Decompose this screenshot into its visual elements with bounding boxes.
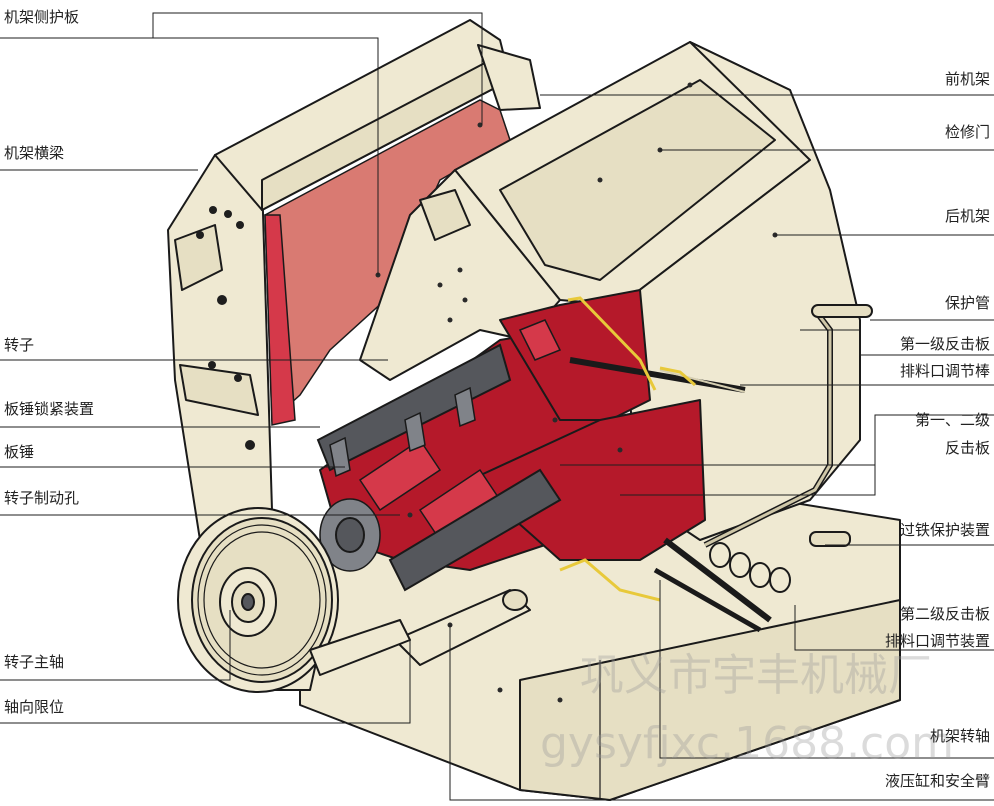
label-rotor: 转子 (4, 336, 34, 354)
frame-crossbeam (214, 19, 541, 211)
label-frame-pivot-shaft: 机架转轴 (930, 727, 990, 745)
label-first-second-stage: 第一、二级 (915, 411, 990, 429)
label-rotor-brake-hole: 转子制动孔 (4, 489, 79, 507)
label-hammer-lock: 板锤锁紧装置 (4, 400, 94, 418)
label-impact-plates: 反击板 (945, 439, 990, 457)
adjust-device (653, 531, 851, 633)
label-front-frame: 前机架 (945, 70, 990, 88)
labels-left: 机架侧护板 机架横梁 转子 板锤锁紧装置 板锤 转子制动孔 转子主轴 轴向限位 (4, 8, 94, 716)
label-protection-pipe: 保护管 (945, 294, 990, 312)
rotor-shaft (319, 498, 381, 572)
seal-strip (567, 296, 657, 391)
label-hydraulic-safety-arm: 液压缸和安全臂 (885, 772, 990, 790)
label-hammer: 板锤 (4, 443, 34, 461)
label-first-impact-plate: 第一级反击板 (900, 335, 990, 353)
label-tramp-iron-protection: 过铁保护装置 (900, 521, 990, 539)
seal-strip-2 (559, 558, 661, 602)
labels-right: 前机架 检修门 后机架 保护管 第一级反击板 排料口调节棒 第一、二级 反击板 … (885, 70, 990, 790)
label-rotor-main-shaft: 转子主轴 (4, 653, 64, 671)
watermark: 巩义市宇丰机械厂 gysyfjxc.1688.com (540, 650, 954, 769)
watermark-company: 巩义市宇丰机械厂 (580, 650, 932, 701)
label-frame-side-plate: 机架侧护板 (4, 8, 79, 26)
label-frame-crossbeam: 机架横梁 (4, 144, 64, 162)
leader-lines (0, 12, 994, 801)
watermark-url: gysyfjxc.1688.com (540, 718, 954, 769)
label-inspection-door: 检修门 (945, 123, 990, 141)
adjust-rod (569, 357, 746, 393)
label-second-impact-plate: 第二级反击板 (900, 605, 990, 623)
label-axial-limit: 轴向限位 (4, 698, 64, 716)
label-rear-frame: 后机架 (945, 207, 990, 225)
label-discharge-adjust-device: 排料口调节装置 (885, 632, 990, 650)
drive-pulley (177, 507, 339, 693)
spring-stack (709, 542, 791, 593)
label-discharge-adjust-rod: 排料口调节棒 (900, 362, 990, 380)
hammers (316, 343, 562, 592)
